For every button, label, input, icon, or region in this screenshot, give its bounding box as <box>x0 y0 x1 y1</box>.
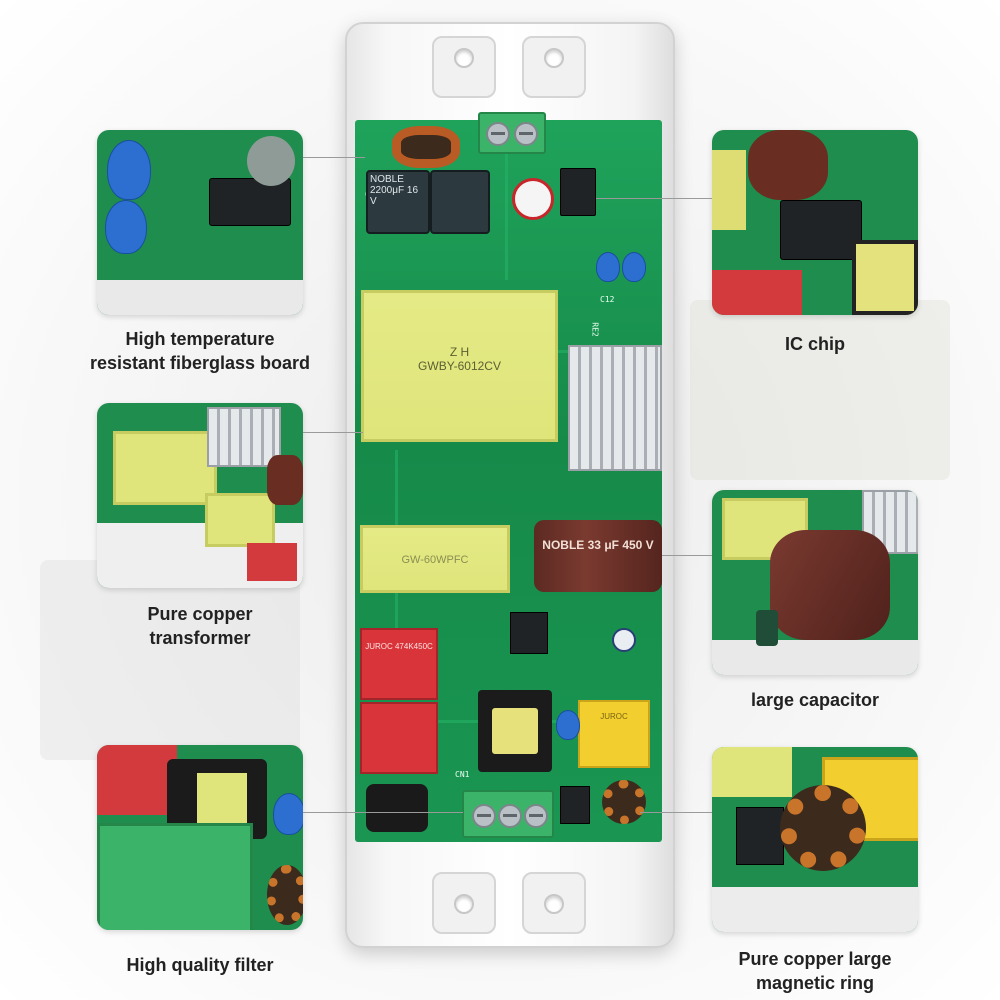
background-blur-shape <box>40 560 300 760</box>
caption-line: High quality filter <box>126 955 274 975</box>
mosfet-chip <box>560 168 596 216</box>
caption-line: transformer <box>149 628 251 648</box>
magnetic-ring <box>602 780 646 824</box>
mount-tab-top-right <box>522 36 586 98</box>
mount-tab-bottom-left <box>432 872 496 934</box>
ceramic-capacitor <box>596 252 620 282</box>
caption-transformer: Pure copper transformer <box>70 602 330 650</box>
mount-tab-bottom-right <box>522 872 586 934</box>
leader-line <box>303 157 365 158</box>
x-capacitor: JUROC 474K450C <box>360 628 438 700</box>
ic-chip-dip8 <box>510 612 548 654</box>
background-blur-shape <box>690 300 950 480</box>
output-inductor <box>392 126 460 168</box>
small-capacitor <box>612 628 636 652</box>
caption-line: IC chip <box>784 334 845 354</box>
detail-photo-ic-chip <box>712 130 918 315</box>
y-capacitor: JUROC <box>578 700 650 768</box>
caption-line: magnetic ring <box>755 973 875 993</box>
transformer-label: Z H <box>449 345 470 359</box>
caption-ic-chip: IC chip <box>685 332 945 356</box>
transformer-model: GWBY-6012CV <box>418 359 501 373</box>
output-terminal-block <box>478 112 546 154</box>
y-capacitor-label: JUROC <box>600 712 628 721</box>
pfc-transformer: GW-60WPFC <box>360 525 510 593</box>
caption-large-capacitor: large capacitor <box>685 688 945 712</box>
caption-filter: High quality filter <box>70 953 330 977</box>
large-electrolytic-capacitor: NOBLE 33 μF 450 V <box>534 520 662 592</box>
bridge-rectifier <box>560 786 590 824</box>
capacitor-label: NOBLE 2200μF 16 V <box>370 174 419 207</box>
heatsink <box>568 345 662 471</box>
x-capacitor-label: JUROC 474K450C <box>365 642 433 651</box>
caption-line: resistant fiberglass board <box>89 353 311 373</box>
output-capacitor: NOBLE 2200μF 16 V <box>366 170 430 234</box>
caption-line: large capacitor <box>750 690 880 710</box>
caption-magnetic-ring: Pure copper large magnetic ring <box>685 947 945 995</box>
ceramic-capacitor <box>622 252 646 282</box>
leader-line <box>596 198 712 199</box>
main-transformer: Z H GWBY-6012CV <box>361 290 558 442</box>
detail-photo-transformer <box>97 403 303 588</box>
pfc-transformer-label: GW-60WPFC <box>401 554 469 566</box>
ceramic-capacitor <box>556 710 580 740</box>
input-terminal-block <box>462 790 554 838</box>
detail-photo-filter <box>97 745 303 930</box>
leader-line <box>662 555 712 556</box>
detail-photo-fiberglass-board <box>97 130 303 315</box>
leader-line <box>640 812 712 813</box>
leader-line <box>303 432 363 433</box>
filter-inductor <box>366 784 428 832</box>
detail-photo-large-capacitor <box>712 490 918 675</box>
mount-tab-top-left <box>432 36 496 98</box>
caption-fiberglass-board: High temperature resistant fiberglass bo… <box>70 327 330 375</box>
small-electrolytic-capacitor <box>512 178 554 220</box>
output-capacitor <box>430 170 490 234</box>
leader-line <box>303 812 463 813</box>
caption-line: Pure copper <box>147 604 253 624</box>
capacitor-label: NOBLE 33 μF 450 V <box>542 538 654 552</box>
caption-line: Pure copper large <box>738 949 892 969</box>
x-capacitor <box>360 702 438 774</box>
detail-photo-magnetic-ring <box>712 747 918 932</box>
caption-line: High temperature <box>125 329 275 349</box>
common-mode-choke <box>478 690 552 772</box>
